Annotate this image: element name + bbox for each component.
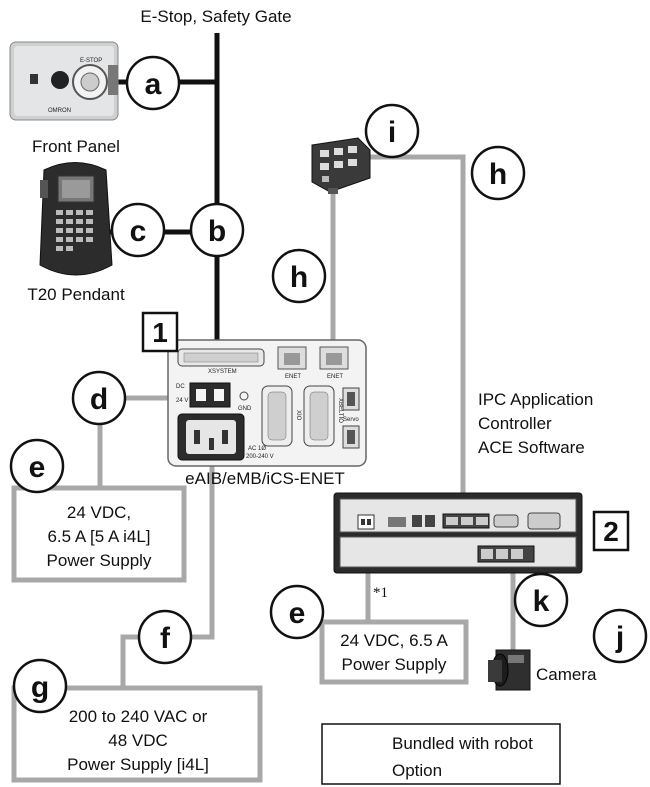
xsystem-text: XSYSTEM xyxy=(208,369,237,375)
callout-f-text: f xyxy=(160,622,171,655)
key-switch-icon xyxy=(51,71,69,89)
amp-module-label: eAIB/eMB/iCS-ENET xyxy=(185,469,345,488)
callout-i-text: i xyxy=(388,116,396,149)
psu-ac-line2: 48 VDC xyxy=(108,731,168,750)
callout-d-text: d xyxy=(90,383,108,416)
t20-pendant-device xyxy=(40,163,112,276)
ipc-label-line3: ACE Software xyxy=(478,438,585,457)
ipc-label-line1: IPC Application xyxy=(478,390,593,409)
psu-ac-line3: Power Supply [i4L] xyxy=(67,755,209,774)
omron-logo-text: OMRON xyxy=(48,108,71,114)
enet1-text: ENET xyxy=(285,374,301,380)
number-box-2: 2 xyxy=(594,512,628,550)
estop-label: E-Stop, Safety Gate xyxy=(140,7,291,26)
enet2-text: ENET xyxy=(327,374,343,380)
callout-a-text: a xyxy=(145,68,162,101)
estop-panel-text: E-STOP xyxy=(80,58,102,64)
psu-ipc-line2: Power Supply xyxy=(342,655,447,674)
psu-24v-box: 24 VDC, 6.5 A [5 A i4L] Power Supply xyxy=(14,488,184,580)
cable-h-switch-to-ipc xyxy=(365,157,463,515)
callout-c-text: c xyxy=(130,215,147,248)
t20-pendant-label: T20 Pendant xyxy=(27,285,125,304)
callout-h2-text: h xyxy=(290,261,308,294)
callout-j-text: j xyxy=(615,621,624,654)
callout-b-text: b xyxy=(208,215,226,248)
footnote-marker: *1 xyxy=(373,585,388,601)
psu24-line2: 6.5 A [5 A i4L] xyxy=(47,527,150,546)
psu24-line1: 24 VDC, xyxy=(67,503,131,522)
legend: Bundled with robot Option xyxy=(322,724,560,784)
ipc-controller-device xyxy=(334,493,582,573)
callout-e1-text: e xyxy=(29,451,46,484)
servo-text: Servo xyxy=(343,417,359,423)
callout-h1-text: h xyxy=(489,158,507,191)
callout-k-text: k xyxy=(533,585,550,618)
24v-text: 24 V xyxy=(176,398,188,404)
number-1-text: 1 xyxy=(152,317,168,348)
psu-ipc-line1: 24 VDC, 6.5 A xyxy=(340,631,448,650)
ac-range-text: 200-240 V xyxy=(246,454,274,460)
xio-text: XIO xyxy=(295,410,301,421)
psu-ac-line1: 200 to 240 VAC or xyxy=(69,707,208,726)
ac-text: AC 1Ø xyxy=(248,446,266,452)
legend-bundled-label: Bundled with robot xyxy=(392,734,533,753)
callout-e2-text: e xyxy=(289,597,306,630)
amp-interface-panel: XSYSTEM ENET ENET DC 24 V GND AC 1Ø 200-… xyxy=(168,340,366,466)
ipc-label-line2: Controller xyxy=(478,414,552,433)
gnd-text: GND xyxy=(238,406,252,412)
front-panel-device: E-STOP OMRON xyxy=(10,42,118,120)
dc-text: DC xyxy=(176,384,185,390)
front-panel-label: Front Panel xyxy=(32,137,120,156)
number-2-text: 2 xyxy=(603,516,619,547)
psu24-line3: Power Supply xyxy=(47,551,152,570)
camera-label: Camera xyxy=(536,665,597,684)
legend-option-label: Option xyxy=(392,761,442,780)
camera-device xyxy=(488,650,530,690)
callout-g-text: g xyxy=(31,671,49,704)
psu-ipc-box: 24 VDC, 6.5 A Power Supply xyxy=(322,622,466,682)
ethernet-switch-device xyxy=(312,138,370,194)
number-box-1: 1 xyxy=(143,313,177,351)
